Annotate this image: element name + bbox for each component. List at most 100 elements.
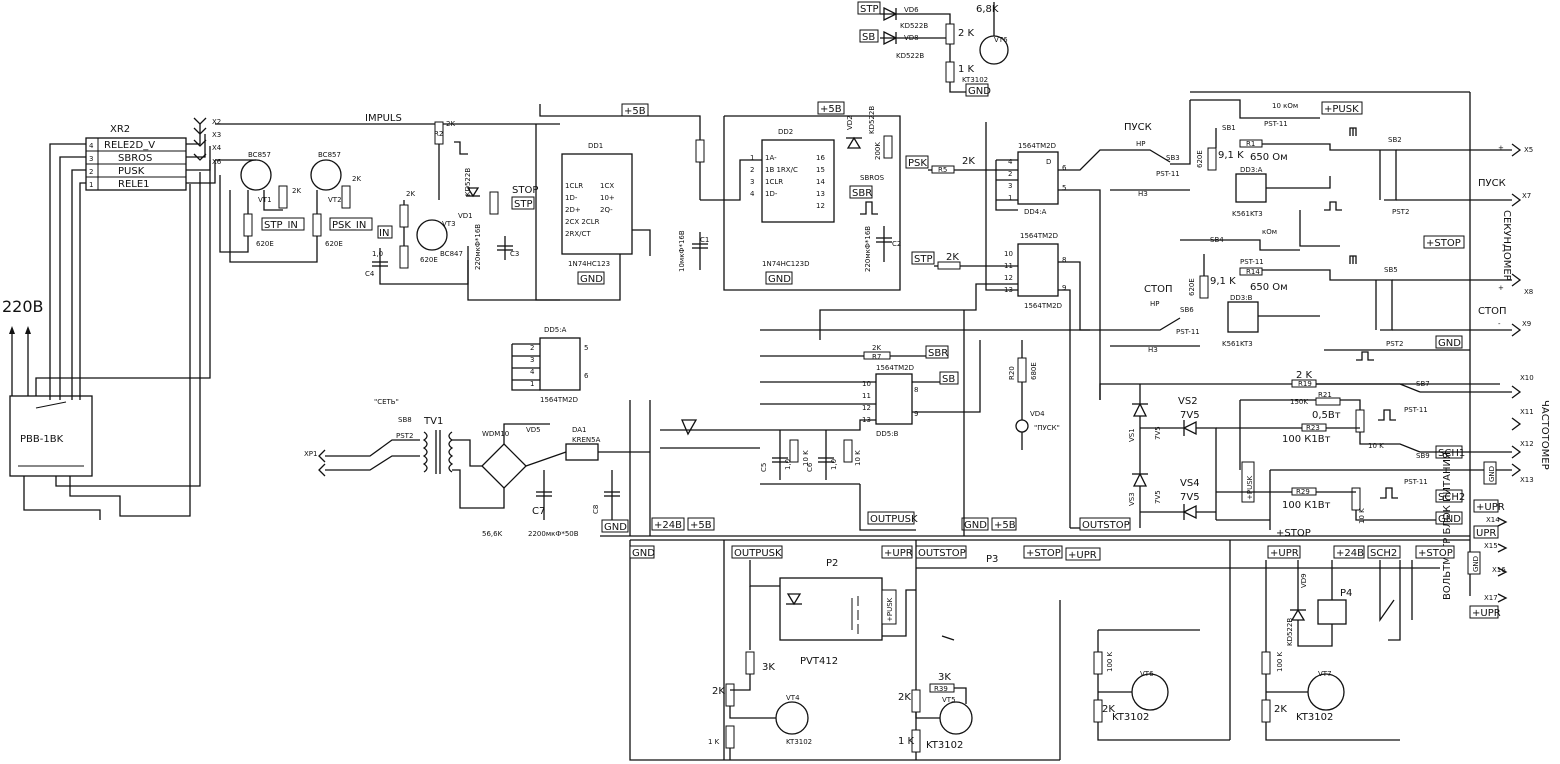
- dd4b-stp-tag: STP: [914, 254, 933, 265]
- right-connectors: GND +UPR X14 X15 X16 X17 UPR GND +UPR ВО…: [1190, 91, 1522, 619]
- r2-ref: R2: [434, 130, 443, 138]
- vt3-symbol: [416, 219, 448, 251]
- p3-ref: P3: [986, 554, 998, 565]
- dd1-part: 1N74HC123: [568, 260, 610, 268]
- dd1-pin: 1D-: [565, 194, 578, 202]
- da1-ref: DA1: [572, 426, 587, 434]
- vs4-val: 7V5: [1180, 492, 1200, 503]
- r21-ref: R21: [1318, 391, 1332, 399]
- sb5-ref: SB5: [1384, 266, 1398, 274]
- dd2-pin: 14: [816, 178, 825, 186]
- dd2-pin: 15: [816, 166, 825, 174]
- vs2-val: 7V5: [1180, 410, 1200, 421]
- dd1-pin: 2Q-: [600, 206, 613, 214]
- dd4a-d: D: [1046, 158, 1051, 166]
- dd4a-box: [1017, 151, 1059, 205]
- dd2-pin: 13: [816, 190, 825, 198]
- dd4b-part: 1564TM2D: [1020, 232, 1058, 240]
- vt4-part: KT3102: [786, 738, 812, 746]
- x11-ref: X11: [1520, 408, 1534, 416]
- x8-ref: X8: [1524, 288, 1533, 296]
- dd4a-ref: DD4:A: [1024, 208, 1047, 216]
- r5-value: 2K: [962, 156, 975, 167]
- top-stp-tag: STP: [860, 4, 879, 15]
- bottom-plus-stop-tag: +STOP: [1026, 548, 1061, 559]
- r23-ref: R23: [1306, 424, 1320, 432]
- dd5a-pin: 2: [530, 344, 534, 352]
- dd4a-psk-tag: PSK: [908, 158, 927, 169]
- x-label: X2: [212, 118, 221, 126]
- vt3-resistor-value: 620E: [420, 256, 438, 264]
- r7-ref: R7: [872, 353, 881, 361]
- impuls-label: IMPULS: [365, 113, 402, 124]
- r5-ref: R5: [938, 166, 947, 174]
- dd2-monostable: DD2 1N74HC123D 1 2 3 4 1A- 1B 1RX/C 1CLR…: [700, 101, 901, 291]
- dd5a-out: 5: [584, 344, 588, 352]
- dd4a-pin: 2: [1008, 170, 1012, 178]
- dd3a-ref: DD3:A: [1240, 166, 1263, 174]
- sb2-pst: PST2: [1392, 208, 1409, 216]
- vt6-ref: VT6: [1140, 670, 1154, 678]
- dd5b-ref: DD5:B: [876, 430, 899, 438]
- ps-5-tag: +5B: [690, 520, 712, 531]
- r620-start: 620E: [1196, 150, 1204, 168]
- r19-ref: R19: [1298, 380, 1312, 388]
- dd5b-sb-tag: SB: [942, 374, 955, 385]
- dd2-pin: 2: [750, 166, 754, 174]
- dd3b-box: [1227, 301, 1259, 333]
- input-transistors: IMPULS BC857 VT1 2K 620E STP_IN BC857 VT…: [215, 113, 560, 285]
- vt6-r2k: 2K: [1102, 704, 1115, 715]
- xr2-pin-num: 1: [89, 181, 93, 189]
- vt5-ref: VT5: [942, 696, 956, 704]
- pvt412-ref: PVT412: [800, 656, 838, 667]
- bottom-output-section: OUTPUSK GND +5B OUTSTOP GND OUTPUSK P2 +…: [600, 310, 1470, 761]
- sch1-tag: SCH1: [1438, 448, 1465, 459]
- vt3-ref: VT3: [442, 220, 456, 228]
- sb7-pst: PST-11: [1404, 406, 1428, 414]
- r19-value: 2 K: [1296, 370, 1313, 381]
- dd5b-out: 8: [914, 386, 918, 394]
- bus-outstop-tag: OUTSTOP: [1082, 520, 1130, 531]
- vt4-ref: VT4: [786, 694, 800, 702]
- r14-ref: R14: [1246, 268, 1260, 276]
- freq-r10k-2: 10 K: [1358, 508, 1366, 524]
- xr2-pin-name: PUSK: [118, 166, 145, 177]
- xr2-pin-num: 2: [89, 168, 93, 176]
- freq-plus-stop: +STOP: [1276, 528, 1311, 539]
- dd4a-out: 5: [1062, 184, 1066, 192]
- xr2-ref: XR2: [110, 124, 130, 135]
- x12-ref: X12: [1520, 440, 1534, 448]
- sb7-ref: SB7: [1416, 380, 1430, 388]
- r39-value: 3K: [938, 672, 951, 683]
- dd4b-out: 8: [1062, 256, 1066, 264]
- bot-r-value: 1 K: [958, 64, 975, 75]
- bottom-plus-upr3-tag: +UPR: [1270, 548, 1299, 559]
- dd2-pin-name: 1D-: [765, 190, 778, 198]
- dd2-pin: 12: [816, 202, 825, 210]
- dd2-pin: 16: [816, 154, 825, 162]
- vd2-ref: VD2: [846, 115, 854, 130]
- sb2-ref: SB2: [1388, 136, 1402, 144]
- bottom-plus24-tag: +24B: [1336, 548, 1364, 559]
- vt4-symbol: [775, 701, 809, 735]
- dd5a-ref: DD5:A: [544, 326, 567, 334]
- vt5-symbol: [939, 701, 973, 735]
- dd5a-pin: 1: [530, 380, 534, 388]
- vt1-resistor2-value: 620E: [256, 240, 274, 248]
- plus-sign: +: [1498, 284, 1504, 292]
- in-tag: IN: [379, 228, 389, 239]
- c4-ref: C4: [365, 270, 375, 278]
- stop-label: СТОП: [1144, 284, 1172, 295]
- dd5b-pin: 11: [862, 392, 871, 400]
- vt2-part: BC857: [318, 151, 341, 159]
- vt7-symbol: [1307, 673, 1345, 711]
- r91-start: 9,1 K: [1218, 150, 1244, 161]
- sb5-pst: PST2: [1386, 340, 1403, 348]
- vd1-part: KD522B: [464, 168, 472, 196]
- sb6-pst: PST-11: [1176, 328, 1200, 336]
- stp-in-tag: STP_IN: [264, 220, 298, 231]
- dd5a-pin: 4: [530, 368, 535, 376]
- dd1-pin: 2RX/CT: [565, 230, 591, 238]
- pusk-h3: НЗ: [1138, 190, 1148, 198]
